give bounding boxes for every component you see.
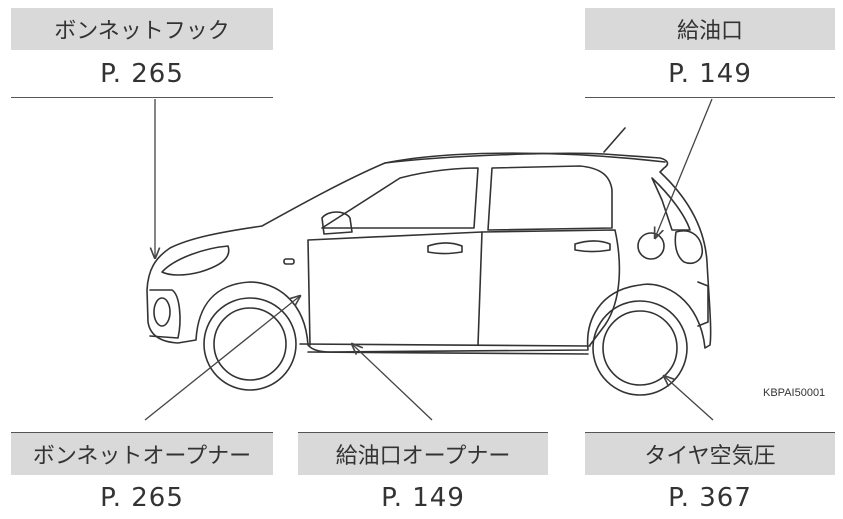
fuel-lid-opener-label: 給油口オープナー [298,433,548,475]
fog-light [153,297,171,327]
tire-pressure-page-ref[interactable]: P. 367 [668,483,752,513]
antenna [603,127,626,153]
front-wheel-rim [213,307,287,381]
hood-opener-rule [11,432,273,433]
fuel-lid-opener-page-ref[interactable]: P. 149 [381,483,465,513]
hood-hook-label: ボンネットフック [11,8,273,50]
rear-wheel-rim [602,310,678,386]
rear-window [487,165,613,231]
rear-quarter-window [651,177,691,231]
hood-opener-label: ボンネットオープナー [11,433,273,475]
rear-bumper-light [697,281,709,327]
hood-opener-leader [144,296,300,421]
tire-pressure-leader [664,376,714,421]
fuel-lid-rule [585,97,835,98]
hood-hook-rule [11,97,273,98]
hood-opener-page-ref[interactable]: P. 265 [100,483,184,513]
headlight [161,245,230,276]
fuel-lid-page-ref[interactable]: P. 149 [668,59,752,89]
fuel-lid-leader [655,98,713,238]
side-marker [283,258,295,265]
rear-door-handle [574,240,611,253]
front-window [321,167,479,229]
front-bumper [149,289,181,339]
rear-wheel-tire [592,300,688,396]
side-sill [299,343,591,355]
front-door-handle [427,242,463,255]
front-door-line [307,231,483,346]
fuel-lid-opener-leader [352,344,433,421]
rear-door-line [481,229,621,346]
side-mirror [321,211,353,235]
figure-code: KBPAI50001 [763,387,826,399]
front-wheel-tire [203,297,297,391]
tire-pressure-label: タイヤ空気圧 [585,433,835,475]
roof-line [384,152,666,164]
fuel-lid-circle [637,232,665,260]
tire-pressure-rule [585,432,835,433]
fuel-lid-opener-rule [298,432,548,433]
fuel-lid-label: 給油口 [585,8,835,50]
tail-light [674,230,704,264]
hood-hook-page-ref[interactable]: P. 265 [100,59,184,89]
